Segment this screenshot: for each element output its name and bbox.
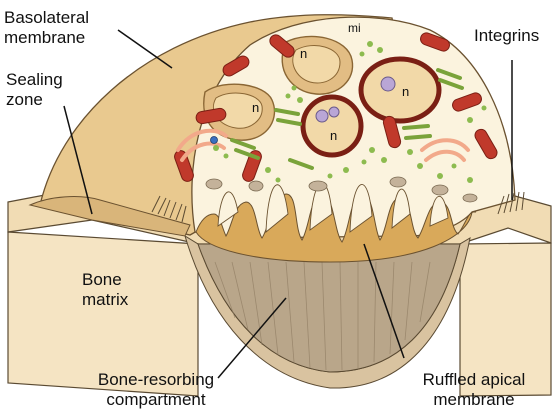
label-mitochondrion: mi [348,21,361,35]
label-ruffled-apical-membrane: Ruffled apical membrane [404,370,544,410]
label-nucleus-2: n [300,46,307,61]
label-ruffled-line1: Ruffled apical [404,370,544,390]
label-ruffled-line2: membrane [404,390,544,410]
label-sealing-line2: zone [6,90,63,110]
label-nucleus-4: n [330,128,337,143]
label-basolateral-line1: Basolateral [4,8,89,28]
label-bone-matrix-line2: matrix [82,290,128,310]
label-bone-resorbing-compartment: Bone-resorbing compartment [76,370,236,410]
label-bone-matrix: Bone matrix [82,270,128,310]
bone-resorbing-compartment [198,244,460,372]
label-integrins: Integrins [474,26,539,46]
label-basolateral-membrane: Basolateral membrane [4,8,89,48]
label-resorbing-line1: Bone-resorbing [76,370,236,390]
leader-basolateral [118,30,172,68]
nucleus-4 [303,97,361,155]
nucleus-3 [361,59,439,121]
label-basolateral-line2: membrane [4,28,89,48]
label-sealing-zone: Sealing zone [6,70,63,110]
label-resorbing-line2: compartment [76,390,236,410]
label-nucleus-3: n [402,84,409,99]
label-sealing-line1: Sealing [6,70,63,90]
lysosome-blue [211,137,218,144]
label-nucleus-1: n [252,100,259,115]
label-bone-matrix-line1: Bone [82,270,128,290]
